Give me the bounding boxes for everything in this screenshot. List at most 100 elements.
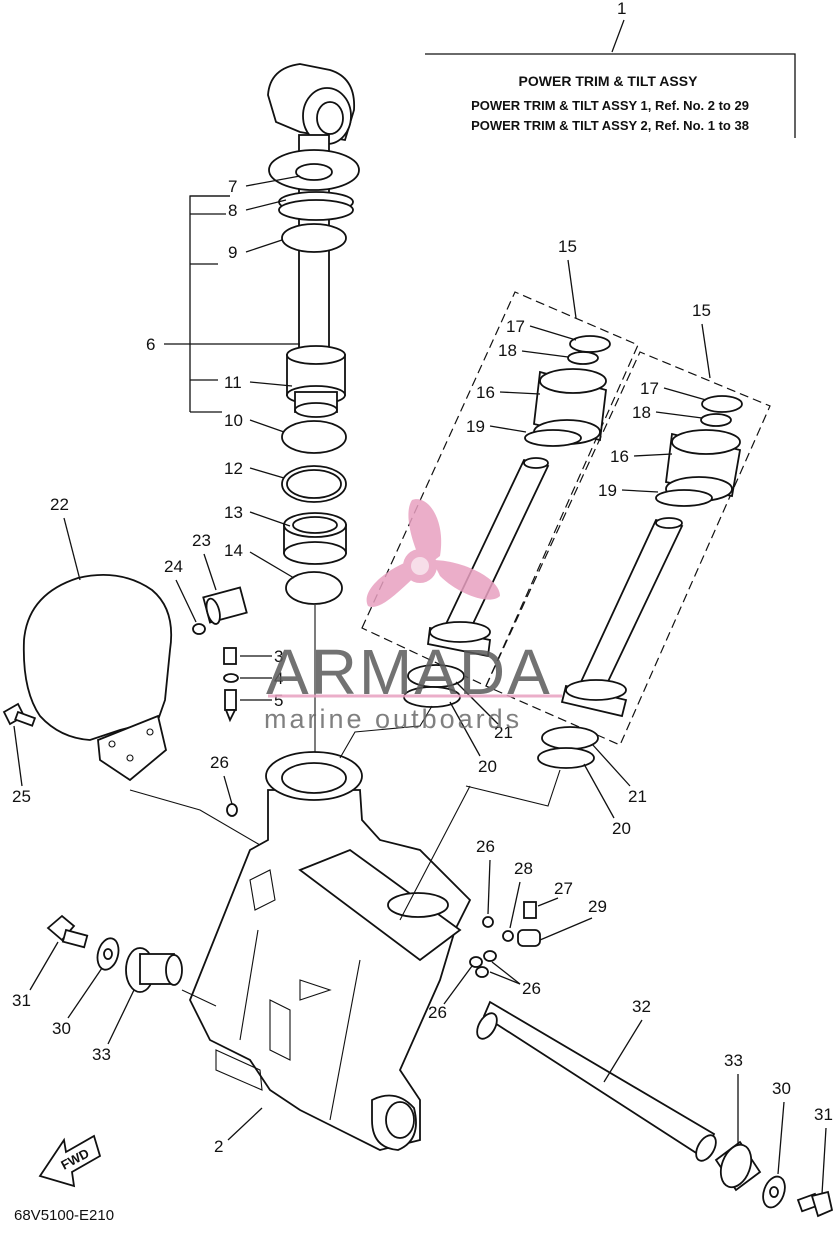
callout-26b: 26	[476, 837, 495, 856]
callout-26a: 26	[210, 753, 229, 772]
callout-29: 29	[588, 897, 607, 916]
pin-29	[517, 929, 541, 947]
bolt-31a	[46, 914, 89, 949]
seal-8b	[278, 199, 354, 221]
callout-21b: 21	[628, 787, 647, 806]
callout-16b: 16	[610, 447, 629, 466]
callout-2: 2	[214, 1137, 223, 1156]
o-ring-26a	[226, 803, 238, 817]
callout-20b: 20	[612, 819, 631, 838]
o-ring-10	[281, 420, 347, 454]
fwd-arrow: FWD	[38, 1134, 102, 1188]
callout-26d: 26	[428, 1003, 447, 1022]
washer-30a	[96, 937, 120, 971]
title-line-1: POWER TRIM & TILT ASSY 1, Ref. No. 2 to …	[471, 98, 749, 113]
cylinder-head-7	[268, 149, 360, 191]
callout-20a: 20	[478, 757, 497, 776]
callout-7: 7	[228, 177, 237, 196]
ptt-housing-2	[189, 751, 472, 1151]
trim-o-ring-20b	[537, 747, 595, 769]
trim-cap-17a	[569, 335, 611, 353]
o-ring-26b	[482, 916, 494, 928]
callout-4: 4	[274, 669, 283, 688]
callout-27: 27	[554, 879, 573, 898]
callout-30b: 30	[772, 1079, 791, 1098]
callout-15b: 15	[692, 301, 711, 320]
shaft-32	[476, 1000, 717, 1162]
bushing-33a	[125, 947, 183, 993]
valve-5	[224, 689, 237, 723]
trim-rod-a	[427, 457, 550, 658]
filter-23	[202, 586, 248, 625]
trim-rod-b	[560, 517, 684, 718]
ball-28	[502, 930, 514, 942]
trim-cylinder-head-16b	[665, 429, 742, 502]
callout-14: 14	[224, 541, 243, 560]
callout-33b: 33	[724, 1051, 743, 1070]
callout-31a: 31	[12, 991, 31, 1010]
callout-17a: 17	[506, 317, 525, 336]
valve-3	[223, 647, 237, 665]
trim-cylinder-2-group	[485, 351, 771, 746]
bolt-31b	[796, 1190, 834, 1218]
trim-o-ring-19a	[524, 429, 582, 447]
diagram-code: 68V5100-E210	[14, 1207, 114, 1224]
washer-30b	[762, 1175, 786, 1209]
trim-seal-21b	[541, 726, 599, 750]
title-heading: POWER TRIM & TILT ASSY	[519, 73, 699, 89]
callout-11: 11	[224, 373, 242, 392]
pin-27	[523, 901, 537, 919]
piston-11	[286, 345, 346, 418]
o-ring-24	[192, 623, 206, 635]
callout-12: 12	[224, 459, 243, 478]
callout-3: 3	[274, 647, 283, 666]
trim-ring-18b	[700, 413, 732, 427]
callout-6: 6	[146, 335, 155, 354]
callout-18a: 18	[498, 341, 517, 360]
callout-9: 9	[228, 243, 237, 262]
trim-cylinder-1-group	[361, 291, 639, 687]
backup-ring-12-inner	[286, 469, 342, 499]
callout-13: 13	[224, 503, 243, 522]
callout-26c: 26	[522, 979, 541, 998]
callout-18b: 18	[632, 403, 651, 422]
callout-16a: 16	[476, 383, 495, 402]
callout-31b: 31	[814, 1105, 833, 1124]
propeller-logo-icon	[366, 499, 500, 608]
callout-22: 22	[50, 495, 69, 514]
callout-32: 32	[632, 997, 651, 1016]
motor-cover-22	[22, 573, 173, 782]
armada-watermark: ARMADA marine outboards	[264, 499, 562, 734]
bushing-33b	[714, 1140, 762, 1192]
callout-10: 10	[224, 411, 243, 430]
callout-24: 24	[164, 557, 183, 576]
trim-cap-17b	[701, 395, 743, 413]
bolt-25	[2, 702, 37, 727]
callout-5: 5	[274, 691, 283, 710]
watermark-tagline: marine outboards	[264, 704, 522, 734]
title-box: 1 POWER TRIM & TILT ASSY POWER TRIM & TI…	[425, 0, 796, 138]
callout-19a: 19	[466, 417, 485, 436]
trim-o-ring-19b	[655, 489, 713, 507]
callout-23: 23	[192, 531, 211, 550]
cylinder-cap-13	[283, 512, 347, 565]
callout-19b: 19	[598, 481, 617, 500]
o-ring-4	[223, 673, 239, 683]
callout-33a: 33	[92, 1045, 111, 1064]
callout-1: 1	[617, 0, 626, 18]
callout-30a: 30	[52, 1019, 71, 1038]
callout-17b: 17	[640, 379, 659, 398]
callout-21a: 21	[494, 723, 513, 742]
callout-25: 25	[12, 787, 31, 806]
o-ring-26c	[469, 956, 483, 968]
o-ring-14	[285, 571, 343, 605]
title-line-2: POWER TRIM & TILT ASSY 2, Ref. No. 1 to …	[471, 118, 749, 133]
trim-ring-18a	[567, 351, 599, 365]
tilt-rod-eye	[267, 63, 355, 145]
o-ring-26d	[483, 950, 497, 962]
callout-8: 8	[228, 201, 237, 220]
callout-28: 28	[514, 859, 533, 878]
o-ring-9	[281, 223, 347, 253]
callout-15a: 15	[558, 237, 577, 256]
